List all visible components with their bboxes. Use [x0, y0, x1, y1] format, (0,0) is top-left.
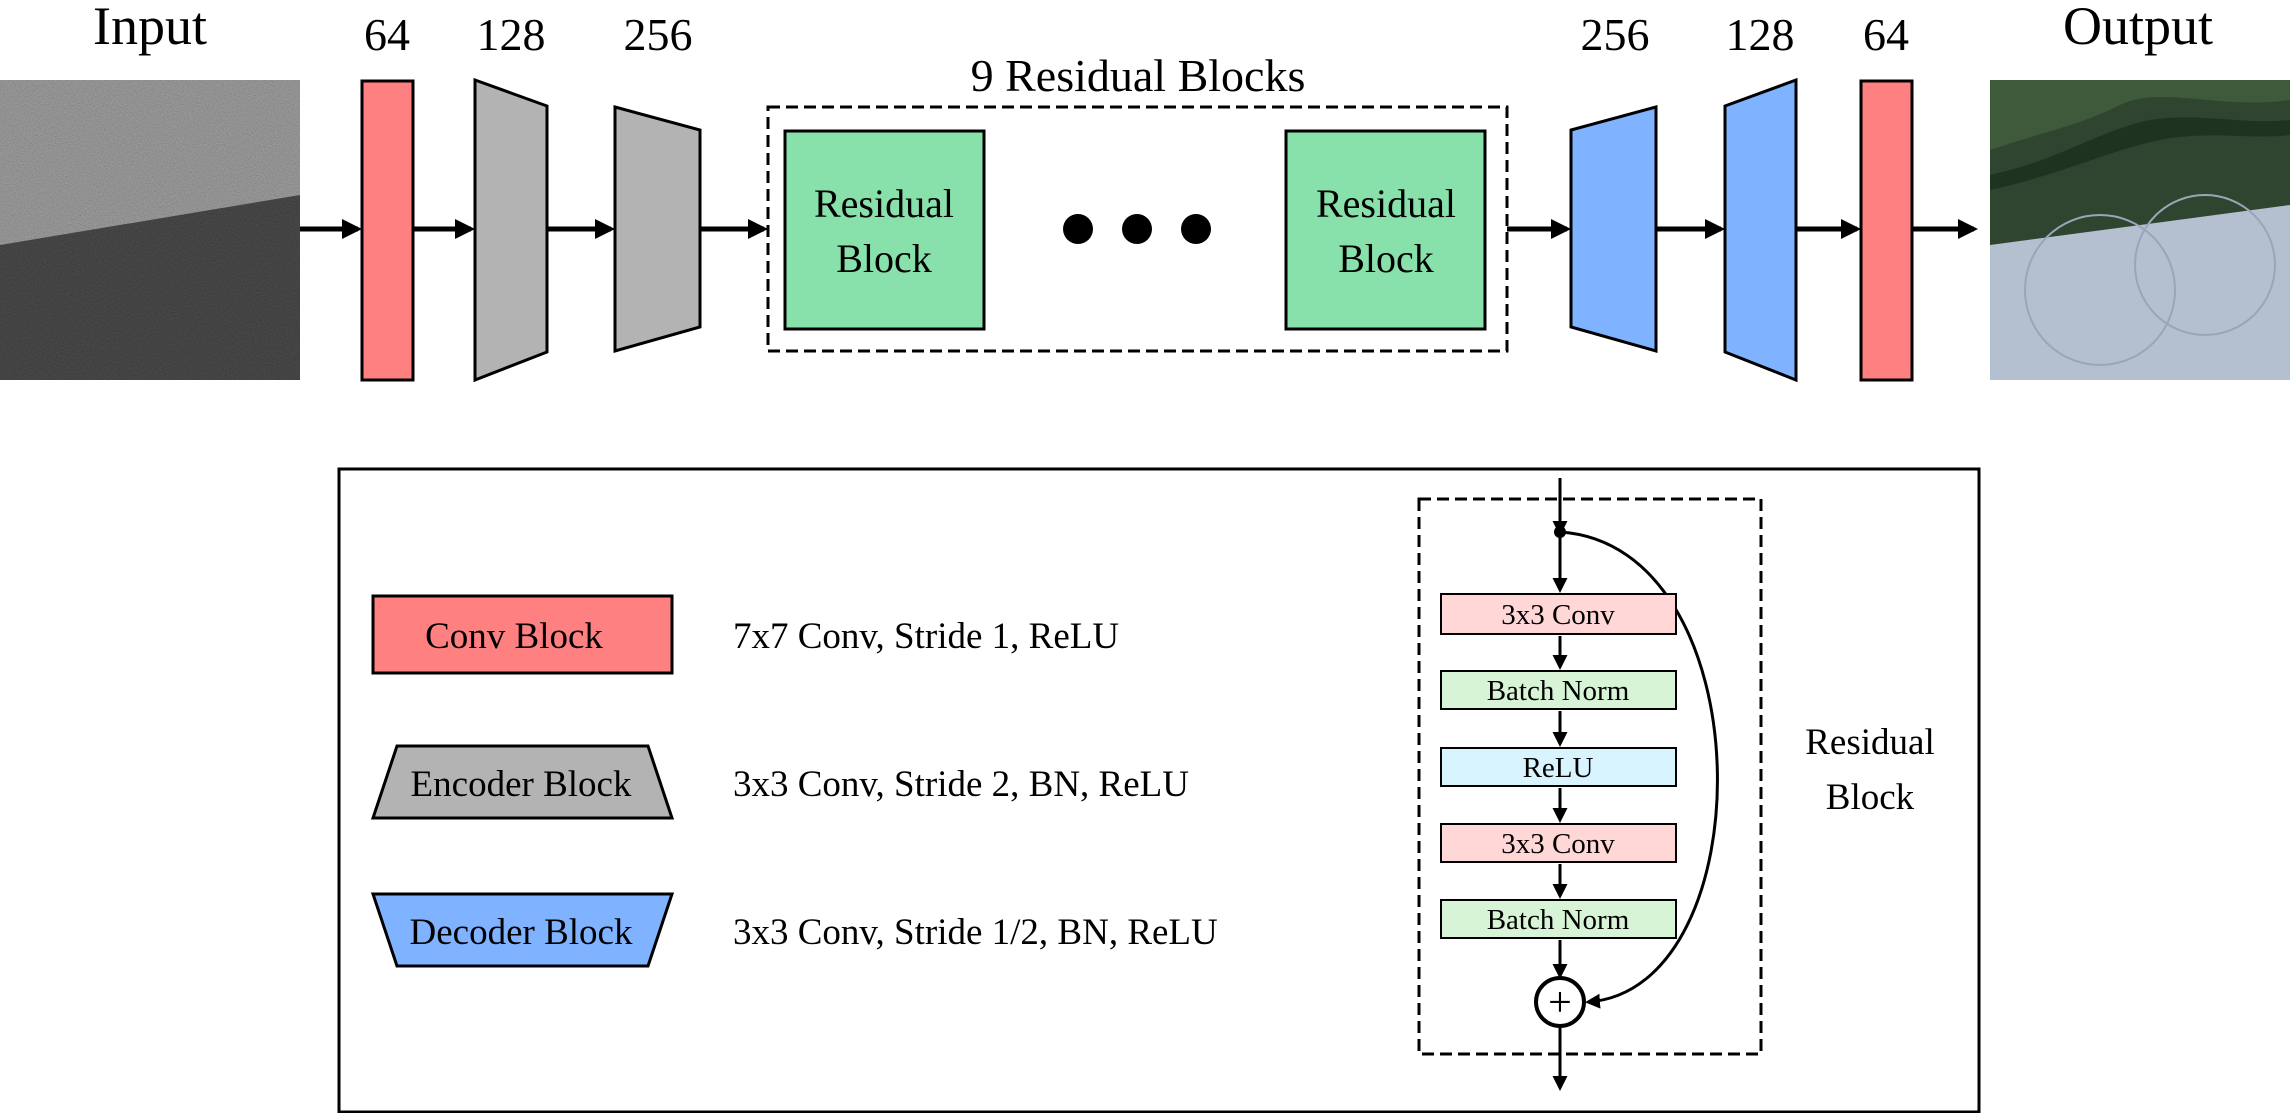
residual-layer-conv-1 [1440, 593, 1677, 635]
channel-label-64-out: 64 [1863, 9, 1909, 60]
legend-decoder-desc: 3x3 Conv, Stride 1/2, BN, ReLU [733, 912, 1218, 953]
output-image [1990, 80, 2290, 380]
legend-conv-desc: 7x7 Conv, Stride 1, ReLU [733, 616, 1119, 657]
residual-add-node [1534, 976, 1586, 1028]
legend-encoder-icon [370, 744, 675, 820]
residual-layer-bn-2-label: Batch Norm [1487, 904, 1630, 936]
residual-layer-relu-label: ReLU [1523, 752, 1594, 784]
residual-block-first [783, 129, 986, 331]
residual-block-last-line1: Residual [1316, 181, 1456, 226]
input-image [0, 80, 300, 380]
legend-decoder-icon [370, 892, 675, 968]
residual-detail-caption-line1: Residual [1805, 722, 1934, 763]
encoder-block-1 [473, 77, 549, 383]
conv-block-out [1859, 79, 1914, 382]
residual-layer-conv-1-label: 3x3 Conv [1501, 599, 1615, 631]
residual-group-label: 9 Residual Blocks [971, 50, 1306, 101]
residual-detail-border [1417, 497, 1763, 1056]
residual-detail-caption-line2: Block [1826, 777, 1915, 818]
legend-decoder-name: Decoder Block [410, 912, 633, 953]
channel-label-128-in: 128 [477, 9, 546, 60]
input-label: Input [93, 0, 207, 56]
channel-label-256-out: 256 [1581, 9, 1650, 60]
residual-layer-conv-2-label: 3x3 Conv [1501, 828, 1615, 860]
legend-encoder-name: Encoder Block [411, 764, 632, 805]
channel-label-256-in: 256 [624, 9, 693, 60]
channel-label-128-out: 128 [1726, 9, 1795, 60]
legend-conv-icon [371, 594, 674, 675]
residual-group-border [766, 105, 1509, 353]
residual-layer-relu [1440, 747, 1677, 787]
residual-block-first-line2: Block [836, 236, 932, 281]
residual-block-last-line2: Block [1338, 236, 1434, 281]
residual-layer-bn-2 [1440, 899, 1677, 939]
residual-layer-bn-1-label: Batch Norm [1487, 675, 1630, 707]
conv-block-in [360, 79, 415, 382]
output-label: Output [2063, 0, 2213, 56]
decoder-block-1 [1569, 105, 1658, 353]
residual-block-last [1284, 129, 1487, 331]
legend-panel [337, 467, 1981, 1113]
decoder-block-2 [1723, 77, 1798, 383]
legend-conv-name: Conv Block [425, 616, 603, 657]
legend-encoder-desc: 3x3 Conv, Stride 2, BN, ReLU [733, 764, 1189, 805]
encoder-block-2 [613, 105, 702, 353]
residual-detail-flow [1552, 478, 1719, 1091]
residual-layer-bn-1 [1440, 670, 1677, 710]
channel-label-64-in: 64 [364, 9, 410, 60]
residual-block-first-line1: Residual [814, 181, 954, 226]
residual-add-symbol: + [1548, 980, 1572, 1026]
residual-layer-conv-2 [1440, 823, 1677, 863]
ellipsis-dots [1063, 214, 1211, 244]
